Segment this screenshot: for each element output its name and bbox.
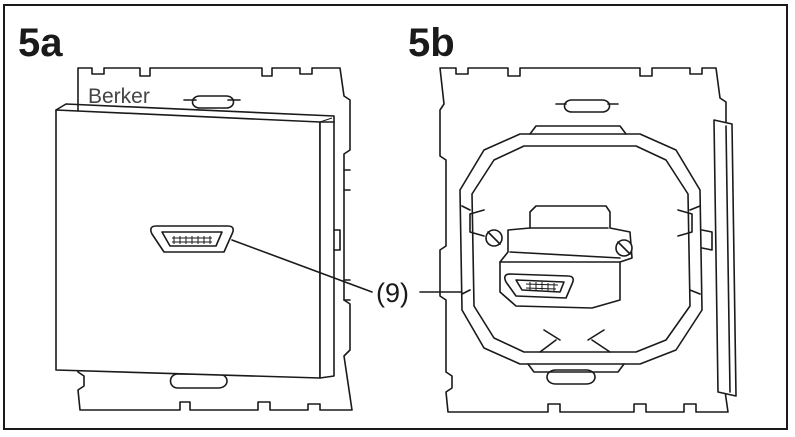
berker-brand-text: Berker xyxy=(88,85,150,108)
callout-leader-5a xyxy=(231,239,373,293)
installation-box-inner xyxy=(471,145,691,353)
figure-border xyxy=(3,4,788,430)
fixing-screw-left xyxy=(485,229,503,247)
panel-5b-label: 5b xyxy=(408,21,455,65)
fixing-screw-right xyxy=(615,239,633,257)
frame-slot-bottom-5a xyxy=(169,373,228,389)
panel-5b: 5b xyxy=(408,21,737,413)
callout-label-9: (9) xyxy=(376,278,409,308)
frame-slot-top-5b xyxy=(563,99,611,113)
panel-5a-label: 5a xyxy=(18,21,63,65)
cover-plate-side-5a xyxy=(319,121,335,379)
side-clip-5a xyxy=(333,229,341,251)
side-clamp-5b xyxy=(713,119,737,397)
mounting-frame-5b xyxy=(439,67,729,413)
hdmi-port-5b xyxy=(504,273,574,299)
frame-slot-top-5a xyxy=(191,95,235,109)
hdmi-port-5a xyxy=(150,225,234,253)
panel-5a: 5a Berker xyxy=(18,21,353,411)
cover-plate-top-edge-5a xyxy=(55,103,335,123)
